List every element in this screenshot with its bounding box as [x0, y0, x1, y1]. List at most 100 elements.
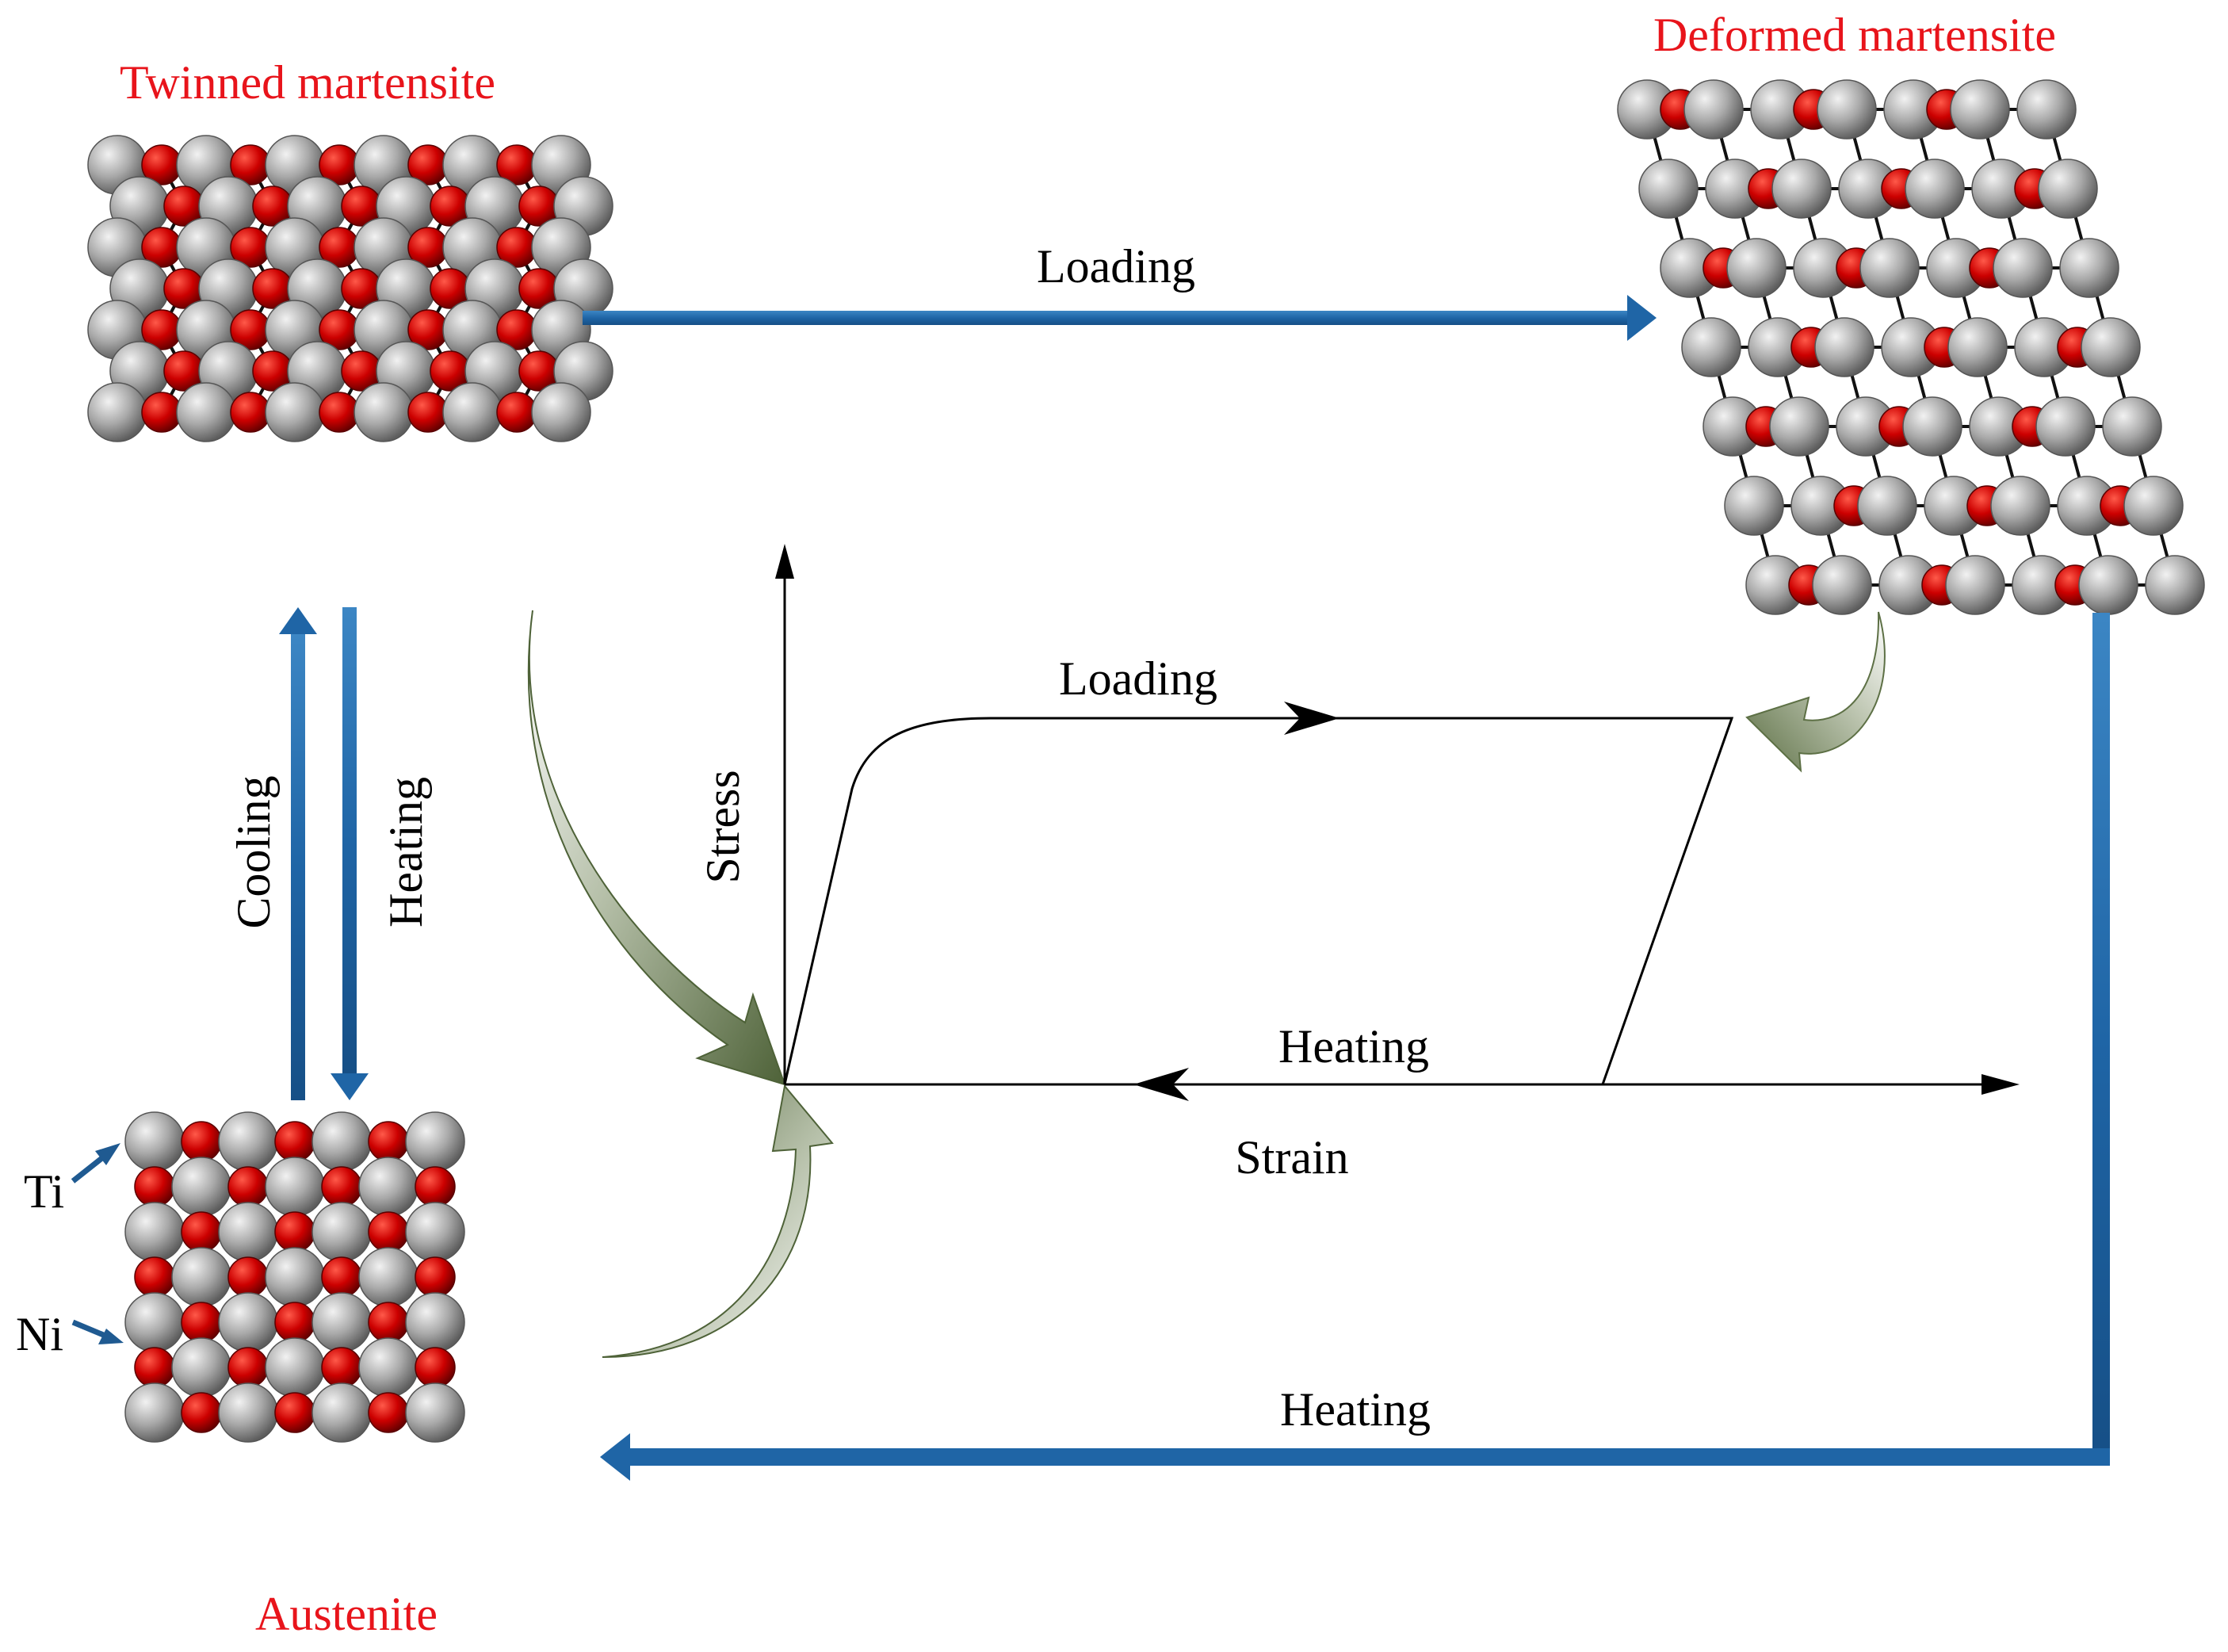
ti-atom — [1990, 476, 2050, 536]
cooling-arrow-shaft — [291, 634, 305, 1100]
loading-arrow-shaft — [583, 311, 1627, 325]
ti-atom — [531, 382, 591, 442]
ni-atom — [321, 1347, 362, 1388]
ti-atom — [358, 1247, 418, 1307]
ti-atom — [405, 1111, 465, 1172]
heating-side-arrow-head — [331, 1073, 369, 1100]
ti-atom — [1993, 238, 2053, 298]
ti-atom — [2078, 555, 2138, 615]
ti-atom — [311, 1292, 372, 1352]
strain-axis-label: Strain — [1235, 1131, 1348, 1184]
ti-atom — [265, 382, 325, 442]
austenite-lattice — [124, 1111, 465, 1443]
curve-heating-label: Heating — [1278, 1020, 1429, 1073]
ni-atom — [230, 392, 271, 433]
ni-atom — [134, 1166, 175, 1207]
ti-atom — [124, 1202, 185, 1262]
ni-atom — [368, 1392, 409, 1433]
ti-atom — [1857, 476, 1917, 536]
ni-atom — [274, 1392, 315, 1433]
ti-atom — [265, 1337, 325, 1398]
ti-atom — [1902, 396, 1962, 457]
ti-atom — [405, 1382, 465, 1443]
heating-bottom-arrow-shaft — [630, 1448, 2110, 1466]
ti-atom — [358, 1337, 418, 1398]
ti-label: Ti — [24, 1165, 64, 1218]
ti-atom — [265, 1247, 325, 1307]
ti-atom — [2016, 79, 2077, 140]
ti-atom — [2038, 159, 2098, 219]
ti-atom — [2145, 555, 2205, 615]
ni-atom — [496, 392, 537, 433]
curve-loading-label: Loading — [1059, 652, 1217, 705]
ni-atom — [181, 1121, 222, 1162]
ni-atom — [227, 1166, 269, 1207]
ni-atom — [321, 1256, 362, 1298]
cooling-label: Cooling — [227, 775, 280, 928]
ti-atom — [1769, 396, 1829, 457]
heating-bottom-label: Heating — [1280, 1383, 1431, 1436]
heating-bottom-arrow-head — [600, 1433, 630, 1481]
ti-atom — [1726, 238, 1787, 298]
ti-atom — [405, 1202, 465, 1262]
ni-atom — [368, 1211, 409, 1252]
ni-atom — [181, 1302, 222, 1343]
ti-atom — [1681, 317, 1741, 377]
ni-atom — [415, 1166, 456, 1207]
ti-atom — [358, 1157, 418, 1217]
ti-atom — [1905, 159, 1965, 219]
ni-atom — [274, 1211, 315, 1252]
ti-atom — [1724, 476, 1784, 536]
ti-atom — [2081, 317, 2141, 377]
ti-atom — [2123, 476, 2184, 536]
ni-atom — [134, 1347, 175, 1388]
heating-bottom-arrow-down — [2092, 613, 2110, 1464]
stress-strain-curve — [783, 717, 1734, 1085]
curved-arrow-deformed-to-curve — [1745, 611, 1886, 773]
ti-atom — [171, 1337, 231, 1398]
ti-atom — [87, 382, 147, 442]
ti-atom — [171, 1247, 231, 1307]
ti-atom — [124, 1292, 185, 1352]
ti-atom — [405, 1292, 465, 1352]
ti-atom — [218, 1292, 278, 1352]
ti-atom — [442, 382, 503, 442]
deformed-martensite-label: Deformed martensite — [1653, 9, 2056, 61]
ni-atom — [181, 1211, 222, 1252]
ti-atom — [2059, 238, 2119, 298]
ni-atom — [415, 1256, 456, 1298]
ti-atom — [1638, 159, 1699, 219]
stress-axis-arrow-head — [775, 544, 794, 579]
twinned-martensite-label: Twinned martensite — [120, 56, 495, 109]
ti-atom — [1950, 79, 2010, 140]
ti-atom — [311, 1111, 372, 1172]
ni-atom — [181, 1392, 222, 1433]
ni-atom — [319, 392, 360, 433]
ti-atom — [218, 1202, 278, 1262]
loading-arrow-head — [1627, 295, 1657, 341]
ti-atom — [124, 1382, 185, 1443]
ni-atom — [227, 1256, 269, 1298]
ni-atom — [368, 1121, 409, 1162]
curved-arrow-austenite-to-origin — [602, 1084, 834, 1358]
ni-atom — [141, 392, 182, 433]
ti-atom — [1683, 79, 1744, 140]
ti-atom — [311, 1382, 372, 1443]
ti-atom — [1859, 238, 1920, 298]
ni-atom — [227, 1347, 269, 1388]
loading-top-label: Loading — [1037, 240, 1195, 293]
ti-pointer-arrow-icon-head — [95, 1143, 120, 1165]
ni-atom — [274, 1121, 315, 1162]
austenite-label: Austenite — [255, 1588, 438, 1640]
twinned-martensite-lattice — [87, 135, 613, 442]
ti-atom — [1947, 317, 2008, 377]
ni-atom — [415, 1347, 456, 1388]
ti-atom — [265, 1157, 325, 1217]
heating-side-arrow-shaft — [342, 607, 357, 1073]
ni-atom — [368, 1302, 409, 1343]
cooling-arrow-head — [279, 607, 317, 634]
ti-atom — [1771, 159, 1832, 219]
ti-atom — [171, 1157, 231, 1217]
ni-pointer-arrow-icon-head — [98, 1329, 124, 1344]
